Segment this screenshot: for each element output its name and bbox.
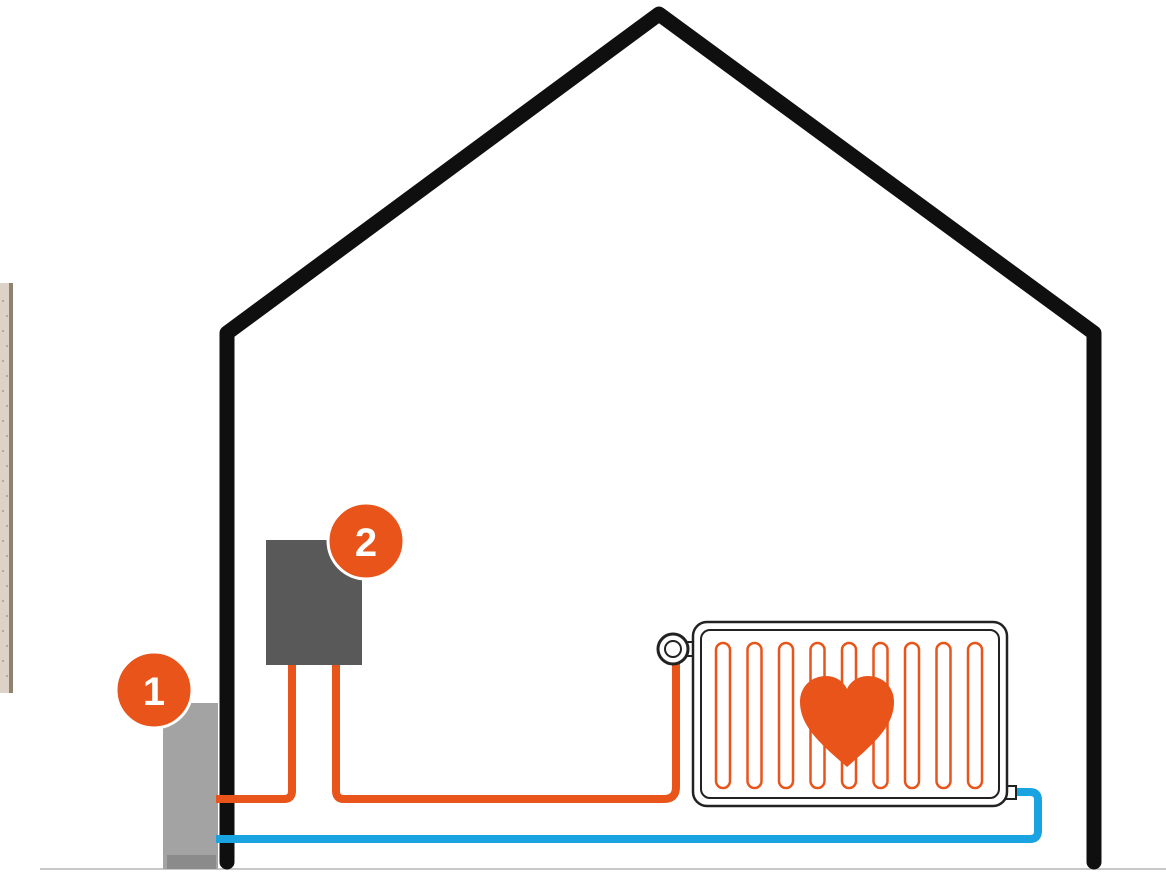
cropped-outdoor-unit-edge [0, 283, 13, 693]
hot-supply-pipes [216, 655, 676, 799]
marker-badge-1: 1 [116, 652, 192, 728]
marker-badge-2: 2 [328, 503, 404, 579]
marker-label-1: 1 [143, 670, 165, 714]
thermostatic-valve-icon [658, 634, 696, 664]
radiator [693, 622, 1007, 806]
outdoor-heat-pump-unit [163, 703, 218, 869]
marker-label-2: 2 [355, 521, 377, 565]
